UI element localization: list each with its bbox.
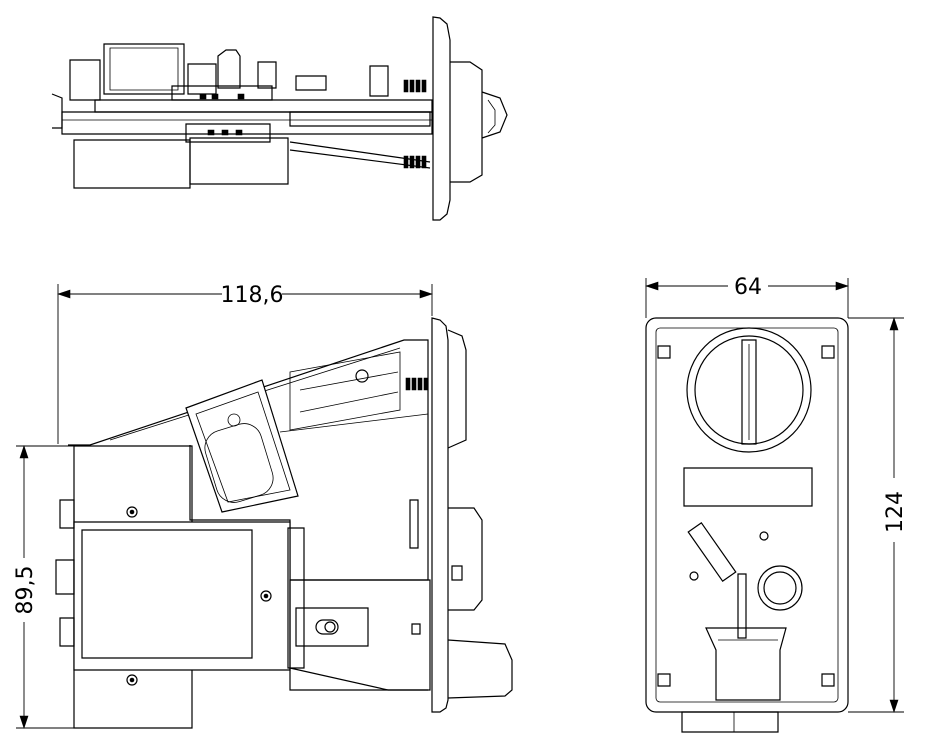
dimension-height: 89,5 [13, 446, 74, 728]
top-view [52, 17, 507, 220]
height-dimension-label: 89,5 [13, 566, 38, 615]
width-dimension-label: 118,6 [221, 283, 284, 308]
top-spring-lower [404, 156, 426, 168]
front-width-dimension-label: 64 [734, 275, 762, 300]
top-spring-upper [404, 80, 426, 92]
side-view [56, 318, 512, 728]
side-spring [406, 378, 428, 390]
front-view [646, 318, 848, 732]
dimension-width: 118,6 [58, 283, 432, 444]
dimension-front-width: 64 [646, 275, 848, 318]
front-height-dimension-label: 124 [883, 491, 908, 533]
dimension-front-height: 124 [848, 318, 908, 712]
